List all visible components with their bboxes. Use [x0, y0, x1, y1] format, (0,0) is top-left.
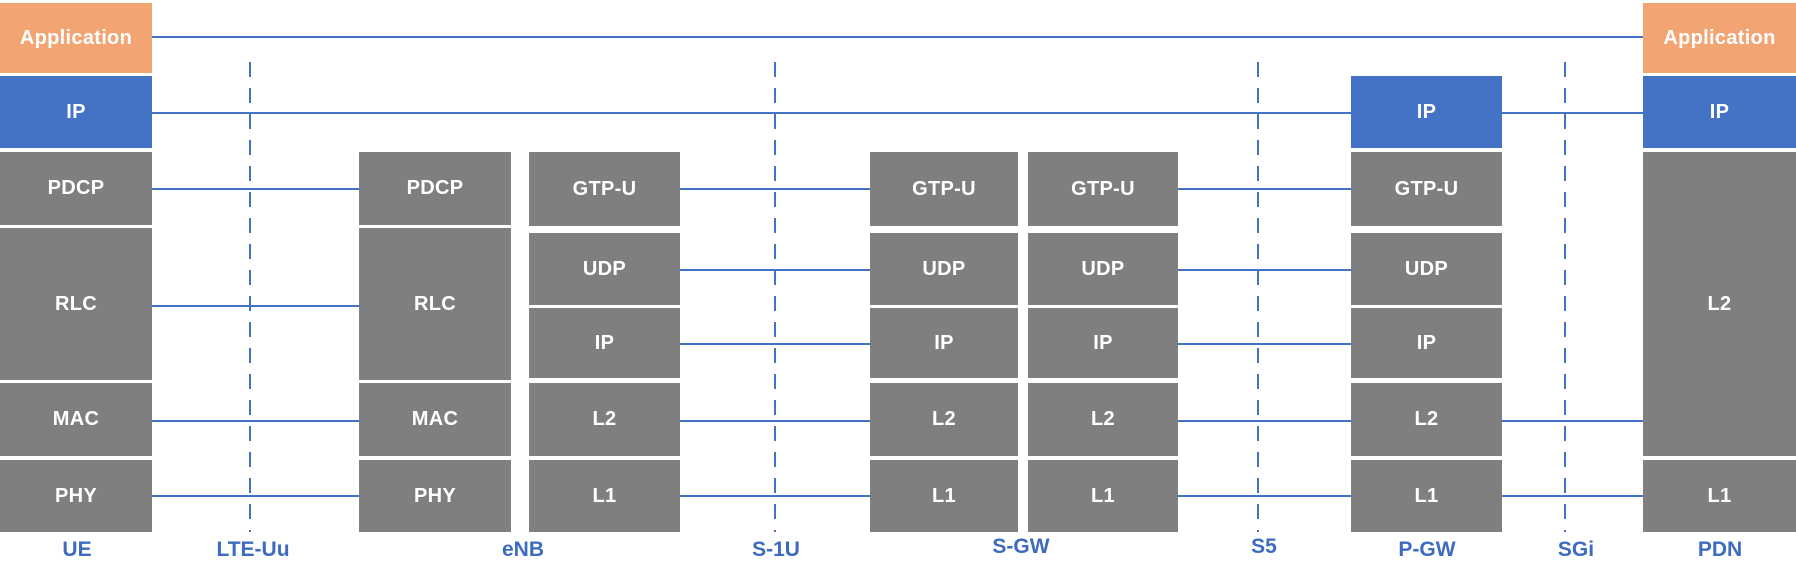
sgw-right-box-l1: L1 — [1028, 460, 1178, 532]
ue-box-ip: IP — [0, 76, 152, 148]
peer-line-phy-ue-enb — [152, 495, 359, 497]
node-label-sgw: S-GW — [992, 535, 1050, 558]
lte-uu-interface-line — [249, 62, 251, 532]
node-label-ue: UE — [62, 538, 92, 561]
pdn-box-l2: L2 — [1643, 152, 1796, 456]
sgw-right-box-ip: IP — [1028, 308, 1178, 378]
sgw-left-box-gtpu: GTP-U — [870, 152, 1018, 226]
sgw-right-box-l2: L2 — [1028, 383, 1178, 456]
interface-label-sgi: SGi — [1557, 538, 1595, 561]
enb-right-box-gtpu: GTP-U — [529, 152, 680, 226]
ue-box-pdcp: PDCP — [0, 152, 152, 225]
enb-right-box-ip: IP — [529, 308, 680, 378]
pgw-box-l2: L2 — [1351, 383, 1502, 456]
interface-label-s1u: S-1U — [752, 538, 800, 561]
sgi-interface-line — [1564, 62, 1566, 532]
interface-label-s5: S5 — [1251, 535, 1277, 558]
sgw-right-box-udp: UDP — [1028, 233, 1178, 305]
peer-line-l1-pgw-pdn — [1502, 495, 1643, 497]
pgw-box-ip: IP — [1351, 308, 1502, 378]
ue-box-application: Application — [0, 3, 152, 73]
sgw-left-box-l1: L1 — [870, 460, 1018, 532]
peer-line-ip-sgw-pgw — [1178, 343, 1351, 345]
pdn-box-ip: IP — [1643, 76, 1796, 148]
s1u-interface-line — [774, 62, 776, 532]
peer-line-rlc-ue-enb — [152, 305, 359, 307]
pgw-box-udp: UDP — [1351, 233, 1502, 305]
ue-box-mac: MAC — [0, 383, 152, 456]
enb-left-box-rlc: RLC — [359, 228, 511, 380]
enb-left-box-phy: PHY — [359, 460, 511, 532]
sgw-right-box-gtpu: GTP-U — [1028, 152, 1178, 226]
peer-line-udp-sgw-pgw — [1178, 269, 1351, 271]
pdn-box-application: Application — [1643, 3, 1796, 73]
enb-left-box-pdcp: PDCP — [359, 152, 511, 225]
pdn-box-l1: L1 — [1643, 460, 1796, 532]
peer-line-ip — [152, 112, 1643, 114]
peer-line-pdcp-ue-enb — [152, 188, 359, 190]
pgw-box-ip-upper: IP — [1351, 76, 1502, 148]
node-label-pgw: P-GW — [1398, 538, 1456, 561]
pgw-box-gtpu: GTP-U — [1351, 152, 1502, 226]
node-label-pdn: PDN — [1697, 538, 1743, 561]
enb-right-box-l1: L1 — [529, 460, 680, 532]
sgw-left-box-l2: L2 — [870, 383, 1018, 456]
ue-box-rlc: RLC — [0, 228, 152, 380]
peer-line-application — [152, 36, 1643, 38]
peer-line-mac-ue-enb — [152, 420, 359, 422]
enb-left-box-mac: MAC — [359, 383, 511, 456]
pgw-box-l1: L1 — [1351, 460, 1502, 532]
sgw-left-box-ip: IP — [870, 308, 1018, 378]
sgw-left-box-udp: UDP — [870, 233, 1018, 305]
interface-label-lte-uu: LTE-Uu — [216, 538, 290, 561]
ue-box-phy: PHY — [0, 460, 152, 532]
peer-line-l1-sgw-pgw — [1178, 495, 1351, 497]
enb-right-box-l2: L2 — [529, 383, 680, 456]
peer-line-gtpu-sgw-pgw — [1178, 188, 1351, 190]
enb-right-box-udp: UDP — [529, 233, 680, 305]
peer-line-l2-sgw-pgw — [1178, 420, 1351, 422]
s5-interface-line — [1257, 62, 1259, 532]
peer-line-l2-pgw-pdn — [1502, 420, 1643, 422]
node-label-enb: eNB — [501, 538, 545, 561]
